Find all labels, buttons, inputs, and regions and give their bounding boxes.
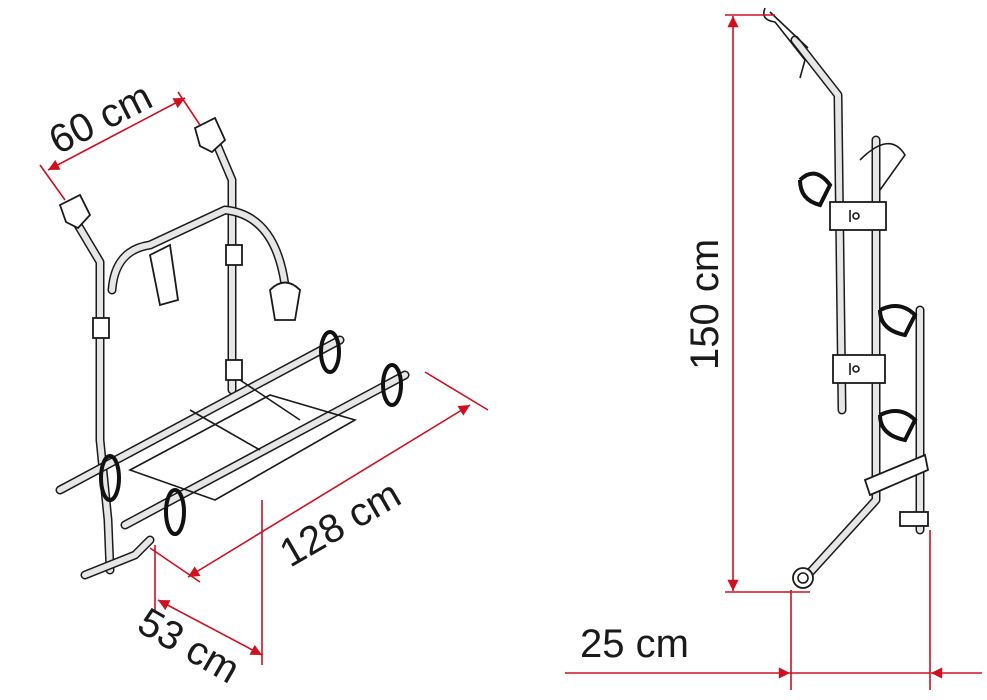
clamp-upper — [829, 201, 887, 231]
rack-side-view — [762, 7, 930, 589]
dimension-25cm: 25 cm — [565, 530, 982, 690]
dimension-60cm: 60 cm — [39, 74, 201, 201]
dimension-label-60cm: 60 cm — [42, 74, 159, 163]
dimension-label-128cm: 128 cm — [273, 472, 409, 576]
top-bracket-right — [193, 116, 227, 154]
dimension-label-25cm: 25 cm — [580, 622, 689, 666]
top-bracket-left — [58, 193, 92, 230]
dimension-53cm: 53 cm — [131, 500, 263, 692]
dimension-150cm: 150 cm — [683, 14, 810, 593]
dimension-label-150cm: 150 cm — [683, 239, 727, 370]
dimension-128cm: 128 cm — [149, 371, 489, 583]
dimension-label-53cm: 53 cm — [131, 600, 247, 693]
